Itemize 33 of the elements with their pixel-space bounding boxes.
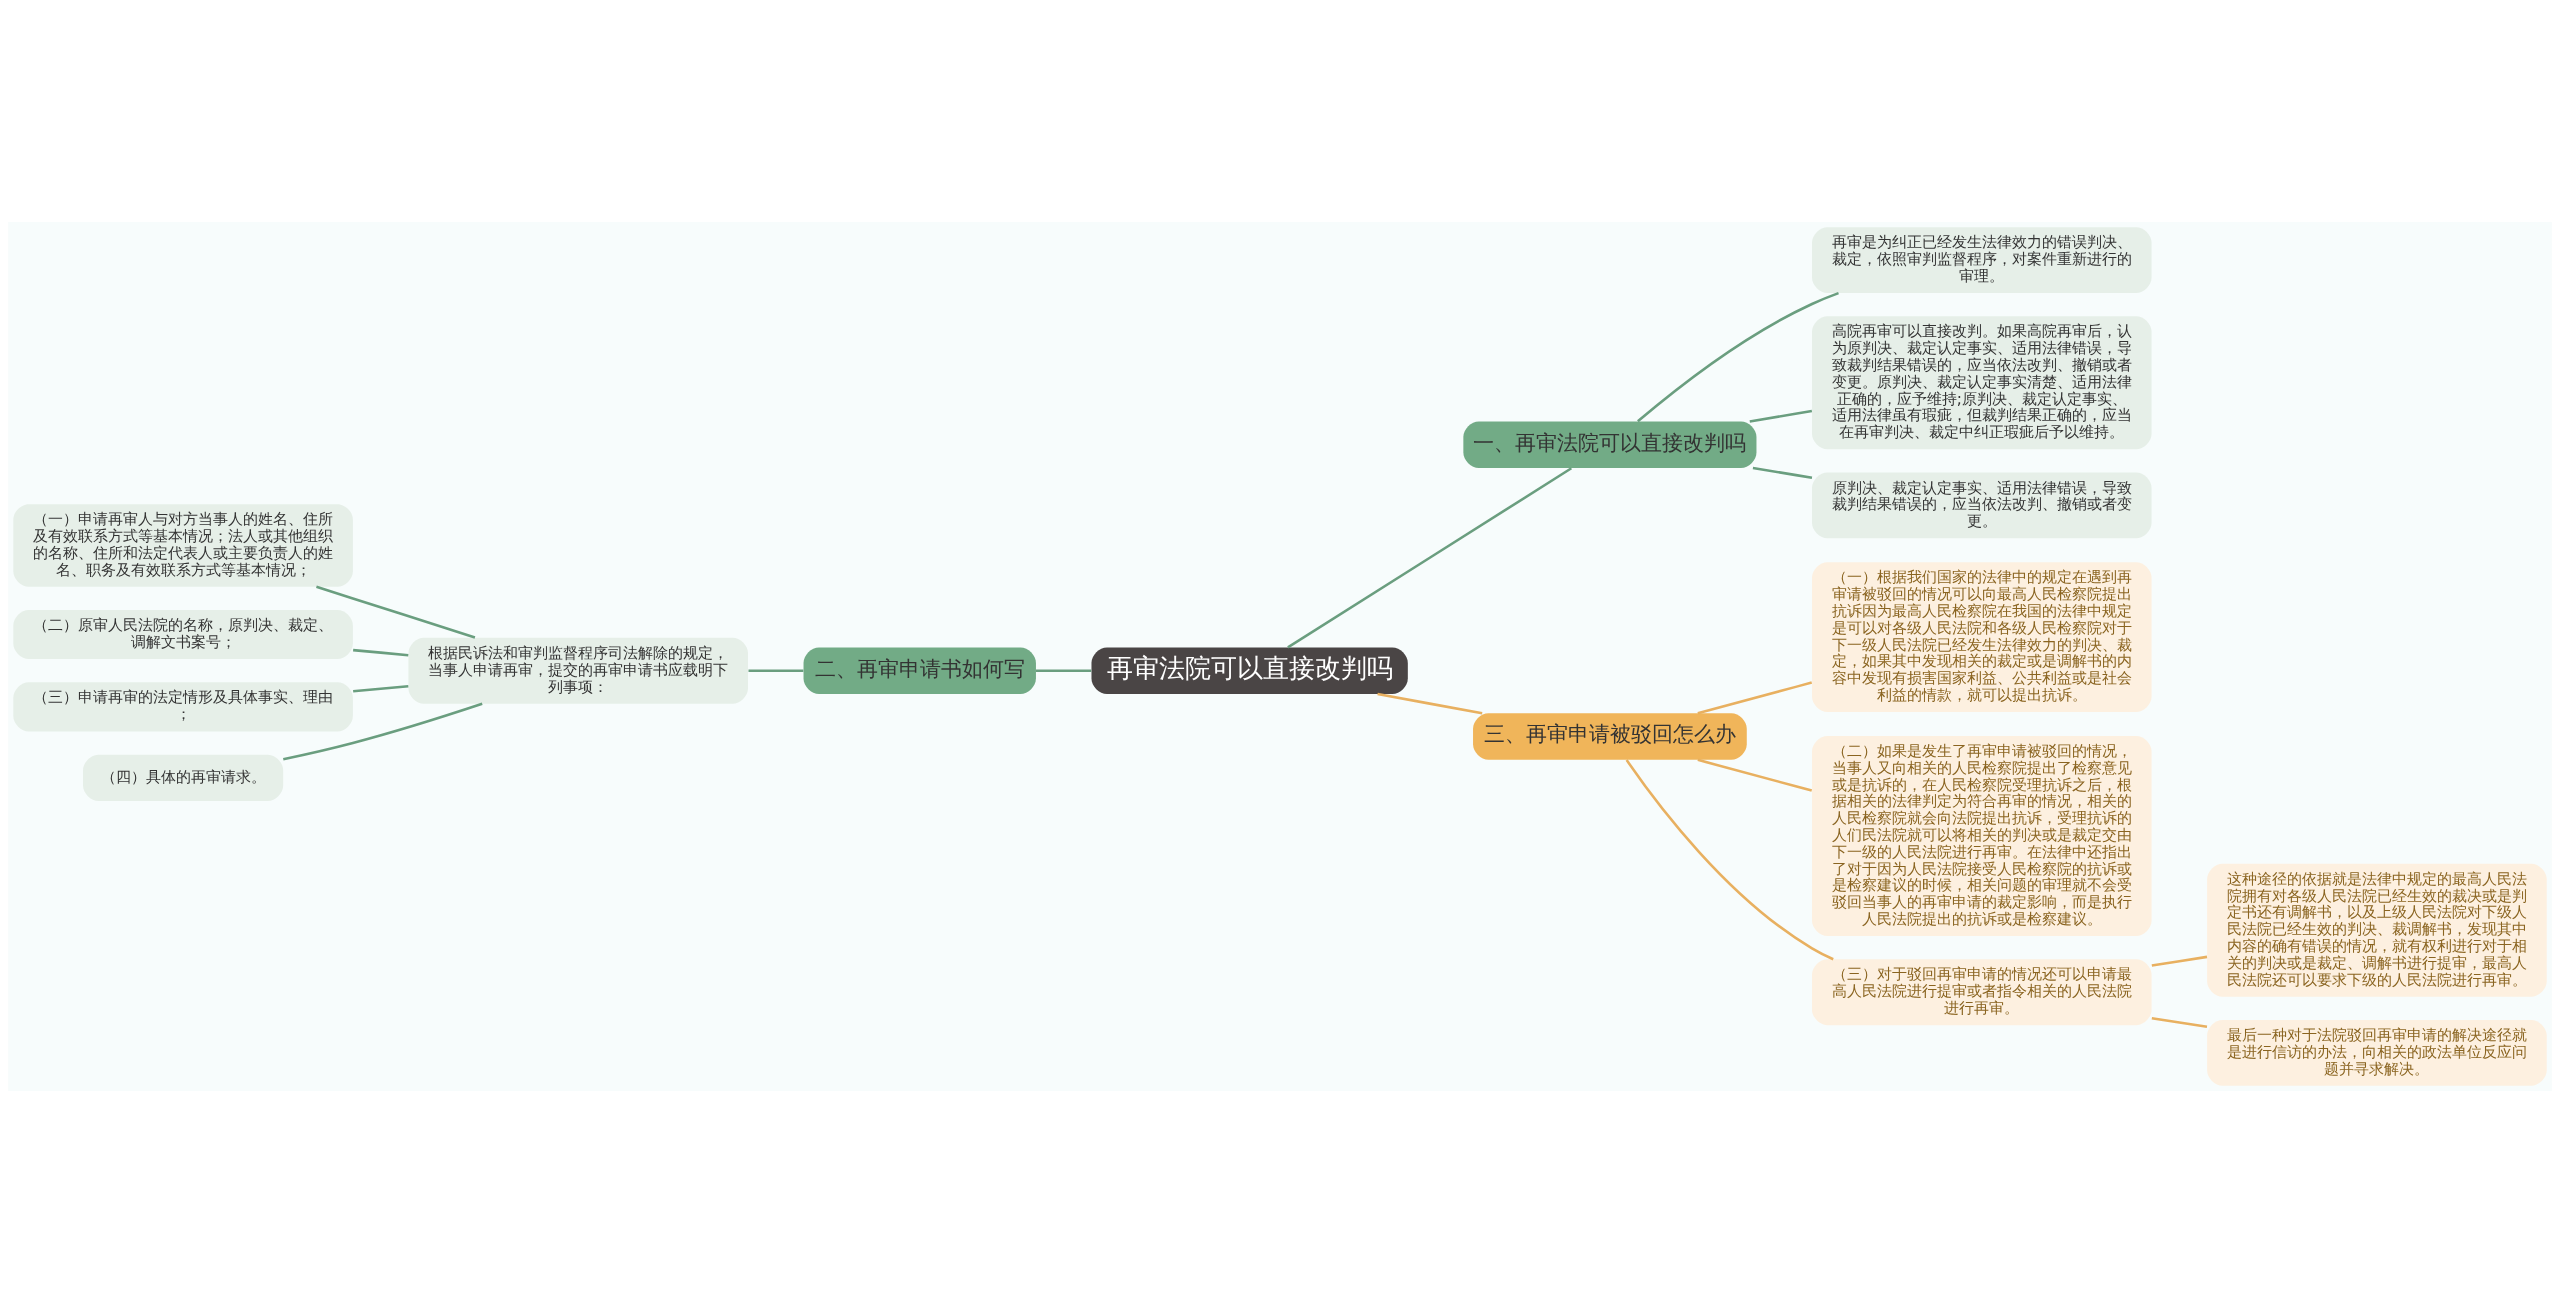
node-box: （四）具体的再审请求。 [83, 754, 284, 801]
connector [1625, 758, 1834, 960]
connector [353, 648, 409, 656]
connector [1697, 680, 1813, 714]
node-box: （一）申请再审人与对方当事人的姓名、住所及有效联系方式等基本情况；法人或其他组织的名称、住所和法定代表人或主要负责人的姓名、职务及有效联系方式等基本情况； [13, 503, 353, 587]
connector [1752, 466, 1813, 479]
connector [283, 702, 483, 761]
node-box: 高院再审可以直接改判。如果高院再审后，认为原判决、裁定认定事实、适用法律错误，导致裁判结果错误的，应当依法改判、撤销或者变更。原判决、裁定认定事实清楚、适用法律正确的，应予维持;原判决、裁定认定事实、适用法律虽有瑕疵，但裁判结果正确的，应当在再审判决、裁定中纠正瑕疵后予以维持。 [1812, 315, 2152, 449]
connector [1637, 291, 1839, 422]
connector [1749, 409, 1813, 423]
node-box: 再审法院可以直接改判吗 [1091, 646, 1408, 694]
connector [2151, 1016, 2208, 1028]
node-box: （一）根据我们国家的法律中的规定在遇到再审请被驳回的情况可以向最高人民检察院提出抗诉因为最高人民检察院在我国的法律中规定是可以对各级人民法院和各级人民检察院对于下一级人民法院已经发生法律效力的判决、裁定，如果其中发现相关的裁定或是调解书的内容中发现有损害国家利益、公共利益或是社会利益的情款，就可以提出抗诉。 [1812, 561, 2152, 712]
node-box: 二、再审申请书如何写 [803, 646, 1036, 694]
connector [748, 668, 804, 672]
node-box: 这种途径的依据就是法律中规定的最高人民法院拥有对各级人民法院已经生效的裁决或是判定书还有调解书，以及上级人民法院对下级人民法院已经生效的判决、裁调解书，发现其中内容的确有错误的情况，就有权利进行对于相关的判决或是裁定、调解书进行提审，最高人民法院还可以要求下级的人民法院进行再审。 [2207, 863, 2547, 997]
node-box: 三、再审申请被驳回怎么办 [1473, 712, 1747, 760]
connector [1287, 466, 1573, 648]
node-box: （三）申请再审的法定情形及具体事实、理由； [13, 681, 353, 731]
connector [316, 585, 476, 639]
connector [1697, 758, 1813, 792]
node-box: 再审是为纠正已经发生法律效力的错误判决、裁定，依照审判监督程序，对案件重新进行的审理。 [1812, 226, 2152, 293]
node-box: （三）对于驳回再审申请的情况还可以申请最高人民法院进行提审或者指令相关的人民法院进行再审。 [1812, 958, 2152, 1025]
node-box: （二）如果是发生了再审申请被驳回的情况，当事人又向相关的人民检察院提出了检察意见或是抗诉的，在人民检察院受理抗诉之后，根据相关的法律判定为符合再审的情况，相关的人民检察院就会向法院提出抗诉，受理抗诉的人们民法院就可以将相关的判决或是裁定交由下一级的人民法院进行再审。在法律中还指出了对于因为人民法院接受人民检察院的抗诉或是检察建议的时候，相关问题的审理就不会受驳回当事人的再审申请的裁定影响，而是执行人民法院提出的抗诉或是检察建议。 [1812, 735, 2152, 936]
node-box: 一、再审法院可以直接改判吗 [1463, 421, 1757, 468]
connector [1036, 668, 1092, 672]
node-box: 原判决、裁定认定事实、适用法律错误，导致裁判结果错误的，应当依法改判、撤销或者变更。 [1812, 472, 2152, 538]
node-box: （二）原审人民法院的名称，原判决、裁定、调解文书案号； [13, 609, 353, 659]
node-box: 最后一种对于法院驳回再审申请的解决途径就是进行信访的办法，向相关的政法单位反应问题并寻求解决。 [2207, 1019, 2547, 1086]
connector [2151, 955, 2208, 967]
node-box: 根据民诉法和审判监督程序司法解除的规定，当事人申请再审，提交的再审申请书应载明下列事项： [408, 637, 748, 704]
connector [1377, 692, 1483, 715]
connector [353, 684, 409, 693]
